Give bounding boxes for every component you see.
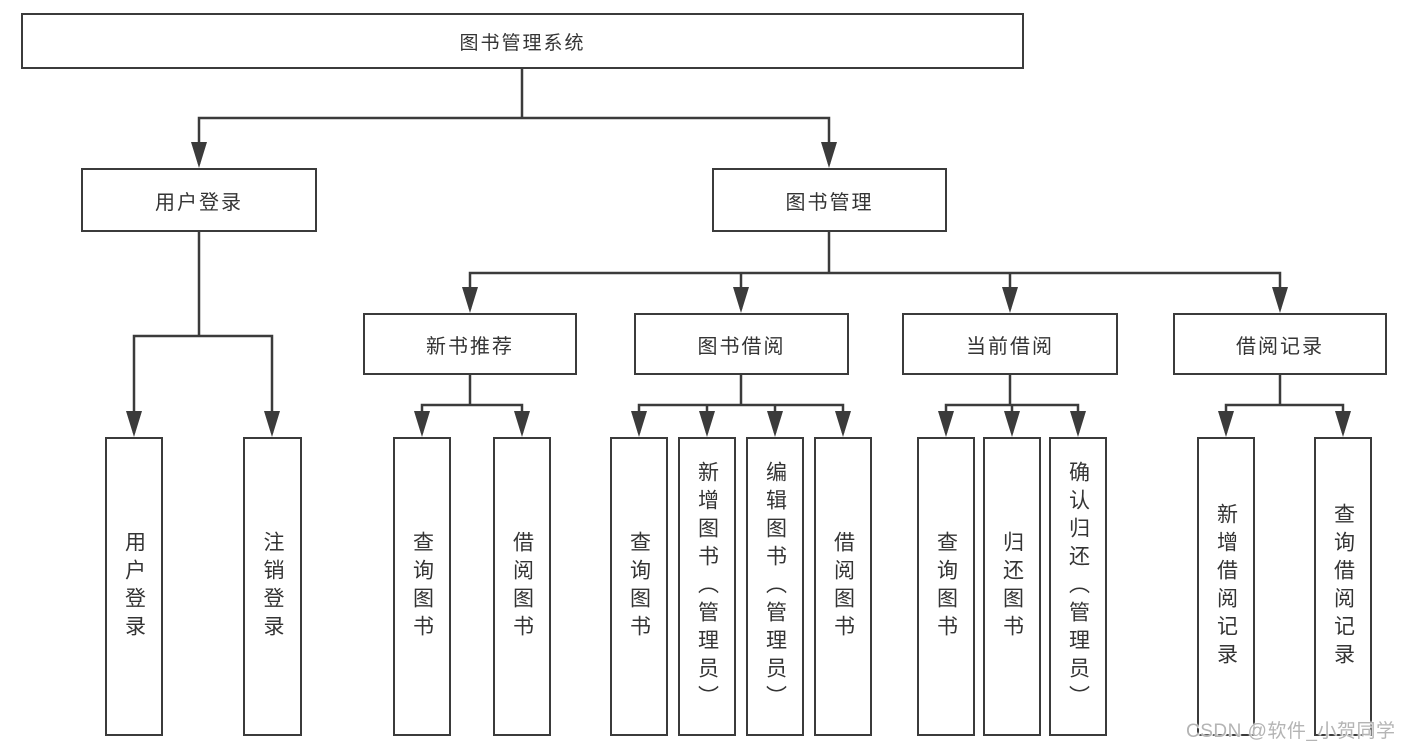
node-label: 新增借阅记录 bbox=[1214, 502, 1238, 671]
node-label: 注销登录 bbox=[261, 530, 284, 643]
node-label: 图书借阅 bbox=[697, 335, 786, 358]
node-label: 确认归还（管理员） bbox=[1066, 460, 1090, 713]
node-borrow-records: 借阅记录 bbox=[1173, 313, 1387, 375]
leaf-current-confirm-return-admin: 确认归还（管理员） bbox=[1049, 437, 1107, 736]
leaf-logout: 注销登录 bbox=[243, 437, 302, 736]
leaf-current-return-book: 归还图书 bbox=[983, 437, 1041, 736]
node-library-management-system: 图书管理系统 bbox=[21, 13, 1024, 69]
leaf-borrow-query-book: 查询图书 bbox=[610, 437, 668, 736]
node-book-borrow: 图书借阅 bbox=[634, 313, 849, 375]
node-new-book-recommend: 新书推荐 bbox=[363, 313, 577, 375]
node-label: 图书管理系统 bbox=[459, 32, 586, 54]
node-label: 编辑图书（管理员） bbox=[763, 460, 787, 713]
leaf-newbook-query-book: 查询图书 bbox=[393, 437, 451, 736]
node-label: 当前借阅 bbox=[966, 335, 1054, 358]
leaf-newbook-borrow-book: 借阅图书 bbox=[493, 437, 551, 736]
leaf-borrow-borrow-book: 借阅图书 bbox=[814, 437, 872, 736]
node-label: 借阅图书 bbox=[831, 530, 855, 643]
leaf-borrow-add-book-admin: 新增图书（管理员） bbox=[678, 437, 736, 736]
arrowhead-icons bbox=[126, 142, 1351, 437]
node-label: 新书推荐 bbox=[426, 335, 514, 358]
node-label: 查询图书 bbox=[627, 530, 651, 643]
node-label: 新增图书（管理员） bbox=[695, 460, 719, 713]
node-label: 归还图书 bbox=[1000, 530, 1024, 643]
node-label: 用户登录 bbox=[122, 530, 146, 643]
leaf-borrow-edit-book-admin: 编辑图书（管理员） bbox=[746, 437, 804, 736]
node-label: 借阅记录 bbox=[1236, 335, 1324, 358]
node-user-login: 用户登录 bbox=[81, 168, 317, 232]
node-label: 图书管理 bbox=[785, 191, 874, 214]
node-label: 查询图书 bbox=[934, 530, 958, 643]
node-book-management: 图书管理 bbox=[712, 168, 947, 232]
leaf-records-query-borrow-record: 查询借阅记录 bbox=[1314, 437, 1372, 736]
node-label: 查询借阅记录 bbox=[1331, 502, 1355, 671]
node-label: 用户登录 bbox=[155, 191, 243, 214]
leaf-current-query-book: 查询图书 bbox=[917, 437, 975, 736]
connector-path bbox=[132, 69, 1345, 433]
node-current-borrow: 当前借阅 bbox=[902, 313, 1118, 375]
leaf-records-add-borrow-record: 新增借阅记录 bbox=[1197, 437, 1255, 736]
node-label: 查询图书 bbox=[410, 530, 434, 643]
node-label: 借阅图书 bbox=[510, 530, 534, 643]
csdn-watermark: CSDN @软件_小贺同学 bbox=[1186, 721, 1396, 742]
leaf-user-login: 用户登录 bbox=[105, 437, 163, 736]
